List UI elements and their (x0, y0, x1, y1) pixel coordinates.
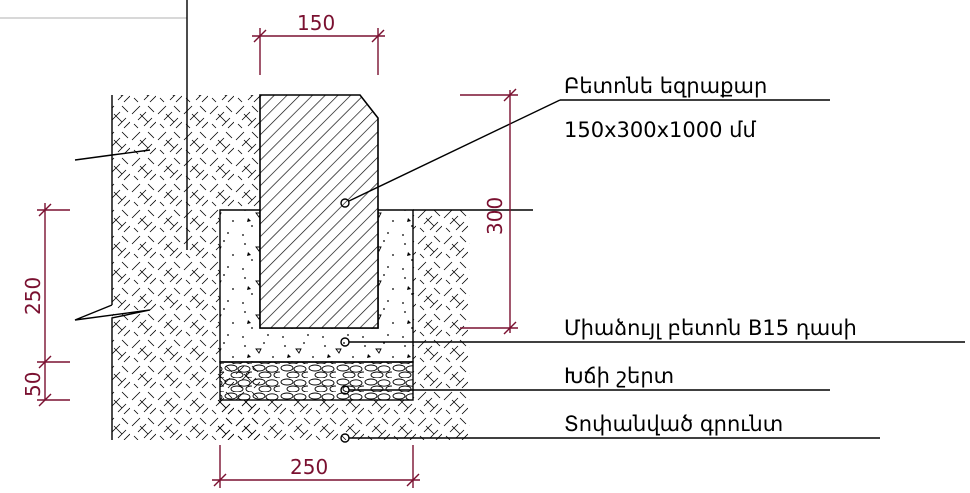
dim-top-150: 150 (297, 11, 335, 35)
label-curb-line1: Բետոնե եզրաքար (564, 74, 767, 98)
dim-height-50: 50 (21, 372, 45, 397)
dim-height-300: 300 (483, 197, 507, 235)
surrounding-soil (112, 209, 533, 440)
gravel-layer (219, 361, 414, 401)
leader-lines (340, 99, 965, 443)
label-gravel: Խճի շերտ (564, 364, 674, 388)
curb-stone (259, 94, 379, 329)
label-concrete: Միաձույլ բետոն B15 դասի (564, 316, 857, 340)
label-soil: Տոփանված գրունտ (564, 412, 783, 436)
label-curb-line2: 150x300x1000 մմ (564, 118, 756, 142)
dimension-lines (37, 28, 518, 488)
dim-bottom-250: 250 (290, 455, 328, 479)
dim-height-250: 250 (21, 277, 45, 315)
